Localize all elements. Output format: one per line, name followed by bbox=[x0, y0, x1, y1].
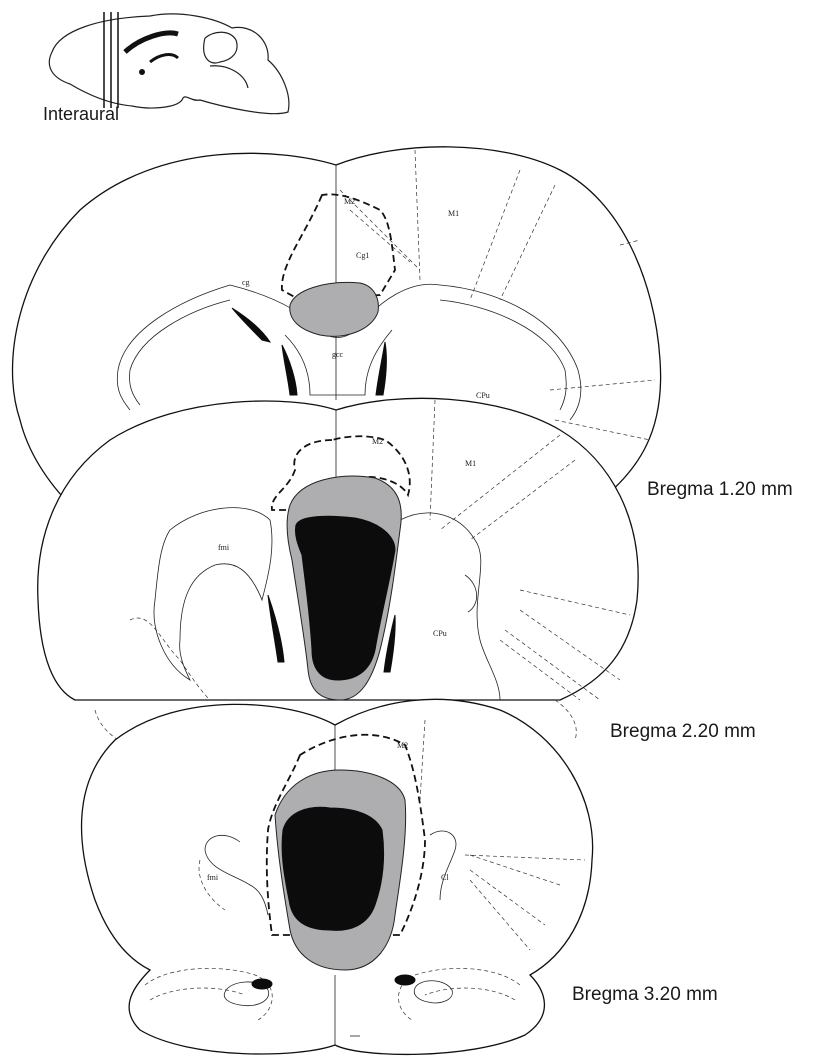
interaural-label: Interaural bbox=[43, 104, 119, 124]
region-label-m2-s3: M2 bbox=[397, 741, 408, 750]
region-label-m1-s1: M1 bbox=[448, 209, 459, 218]
bregma-label-1: Bregma 1.20 mm bbox=[647, 479, 793, 500]
region-label-cg-s1: cg bbox=[242, 278, 250, 287]
section-bregma-2-20: fmi M2 M1 CPu bbox=[38, 398, 638, 748]
lesion-core-section-3 bbox=[282, 807, 383, 930]
region-label-gcc-s1: gcc bbox=[332, 350, 344, 359]
region-label-cg1-s1: Cg1 bbox=[356, 251, 369, 260]
region-label-fmi-s3: fmi bbox=[207, 873, 219, 882]
region-label-cpu-s2: CPu bbox=[433, 629, 447, 638]
section-bregma-3-20: fmi M2 Cl bbox=[82, 699, 593, 1054]
sagittal-inset: Interaural bbox=[43, 12, 289, 124]
bregma-label-2: Bregma 2.20 mm bbox=[610, 721, 756, 742]
region-label-m2-s2: M2 bbox=[372, 437, 383, 446]
region-label-fmi-s2: fmi bbox=[218, 543, 230, 552]
region-label-m2-s1: M2 bbox=[344, 197, 355, 206]
bregma-label-3: Bregma 3.20 mm bbox=[572, 984, 718, 1005]
region-label-cl-s3: Cl bbox=[441, 873, 449, 882]
region-label-m1-s2: M1 bbox=[465, 459, 476, 468]
region-label-cpu-s1: CPu bbox=[476, 391, 490, 400]
